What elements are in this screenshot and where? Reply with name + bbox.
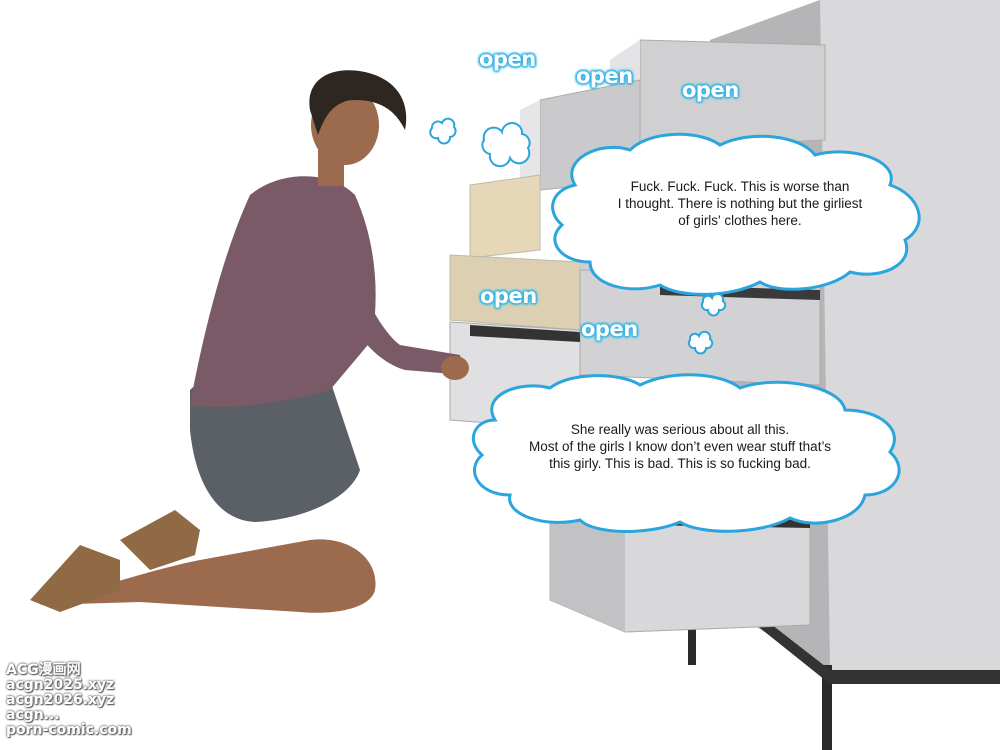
watermark-line: acgn...: [6, 707, 60, 723]
watermark-line: acgn2025.xyz: [6, 677, 115, 693]
cloud-puff: [429, 117, 727, 355]
drawer: [549, 509, 811, 633]
thought-text-bottom: She really was serious about all this. M…: [490, 421, 870, 472]
thought-line: this girly. This is bad. This is so fuck…: [549, 456, 811, 471]
sfx-open: open: [576, 64, 633, 88]
dresser: [449, 0, 1000, 750]
thought-bubble-top: [551, 132, 921, 296]
thought-line: Fuck. Fuck. Fuck. This is worse than: [630, 179, 850, 194]
watermark-line: porn-comic.com: [6, 722, 132, 738]
sfx-open: open: [480, 284, 537, 308]
thought-line: of girls' clothes here.: [678, 213, 802, 228]
drawer: [469, 174, 541, 259]
watermark-line: ACG漫画网: [6, 662, 81, 678]
thought-line: I thought. There is nothing but the girl…: [617, 196, 863, 211]
sfx-open: open: [581, 317, 638, 341]
sfx-open: open: [682, 78, 739, 102]
dresser-leg: [822, 665, 832, 750]
kneeling-woman: [30, 70, 469, 613]
dresser-leg: [688, 600, 696, 665]
thought-line: Most of the girls I know don’t even wear…: [529, 439, 831, 454]
thought-bubble-bottom: [471, 373, 901, 533]
sfx-open: open: [479, 47, 536, 71]
thought-text-top: Fuck. Fuck. Fuck. This is worse than I t…: [585, 178, 895, 229]
thought-line: She really was serious about all this.: [570, 422, 790, 437]
watermark-line: acgn2026.xyz: [6, 692, 115, 708]
watermark: ACG漫画网 acgn2025.xyz acgn2026.xyz acgn...…: [6, 663, 132, 738]
